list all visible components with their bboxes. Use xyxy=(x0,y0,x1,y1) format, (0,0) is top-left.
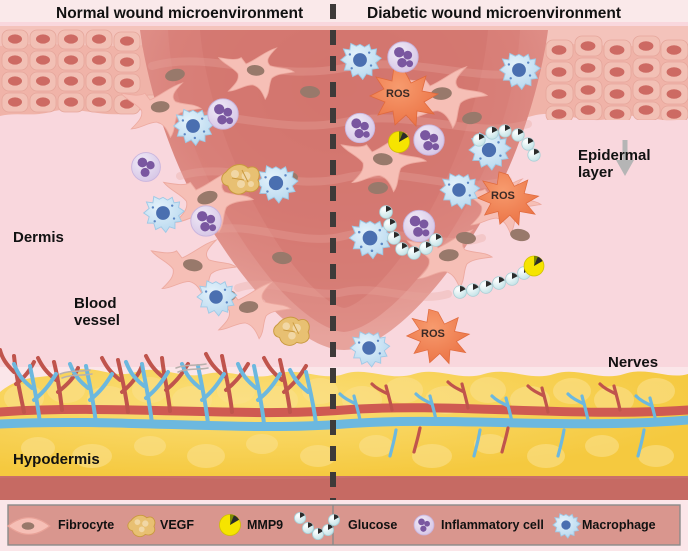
ros-group xyxy=(369,66,540,365)
label-epidermal-layer: Epidermal layer xyxy=(578,147,651,182)
mmp9-icon xyxy=(219,514,241,536)
glucose-chain xyxy=(472,124,541,162)
label-blood-vessel-line2: vessel xyxy=(74,311,120,329)
vein-branches-right xyxy=(338,392,658,458)
keratinocyte-grid-right xyxy=(545,35,688,120)
keratinocyte-grid-left xyxy=(1,29,169,115)
legend-label-vegf: VEGF xyxy=(160,518,195,532)
label-blood-vessel: Blood vessel xyxy=(74,295,120,330)
ros-label-1: ROS xyxy=(386,88,410,100)
label-epidermal-layer-line1: Epidermal xyxy=(578,147,651,164)
adipocyte-lobules xyxy=(4,377,675,468)
vegf-group xyxy=(221,164,310,346)
legend-label-mmp9: MMP9 xyxy=(247,518,284,532)
legend-label-fibrocyte: Fibrocyte xyxy=(58,518,115,532)
vascular-network xyxy=(0,348,688,458)
nerve-filaments-left xyxy=(59,363,209,379)
header-diabetic: Diabetic wound microenvironment xyxy=(367,5,622,22)
epidermal-layer-pointer xyxy=(616,140,634,176)
inflammatory-cell-icon xyxy=(413,514,435,536)
label-nerves: Nerves xyxy=(608,354,659,371)
title-band xyxy=(0,0,688,26)
ros-label-2: ROS xyxy=(491,190,515,202)
ros-label-3: ROS xyxy=(421,328,445,340)
header-normal: Normal wound microenvironment xyxy=(56,5,304,22)
glucose-group xyxy=(379,124,541,299)
macrophage-group xyxy=(142,42,541,368)
label-blood-vessel-line1: Blood xyxy=(74,295,117,312)
legend-label-inflammatory-cell: Inflammatory cell xyxy=(441,518,544,532)
label-dermis: Dermis xyxy=(13,229,64,246)
mmp9-group xyxy=(388,131,545,277)
artery-branches-right xyxy=(370,380,622,454)
inflammatory-cell-group xyxy=(131,41,445,243)
keratinocyte-nuclei-right xyxy=(551,41,682,119)
legend-icons xyxy=(6,512,581,541)
muscle-layer xyxy=(0,476,688,500)
fibrocyte-icon xyxy=(6,516,51,536)
vegf-icon xyxy=(127,514,156,538)
keratinocyte-nuclei-left xyxy=(8,34,162,109)
legend-label-glucose: Glucose xyxy=(348,518,398,532)
glucose-chain xyxy=(379,205,443,260)
glucose-icon xyxy=(293,512,340,541)
glucose-chain xyxy=(453,266,531,299)
macrophage-icon xyxy=(552,513,581,539)
label-hypodermis: Hypodermis xyxy=(13,451,100,468)
legend-label-macrophage: Macrophage xyxy=(582,518,656,532)
label-epidermal-layer-line2: layer xyxy=(578,163,614,181)
